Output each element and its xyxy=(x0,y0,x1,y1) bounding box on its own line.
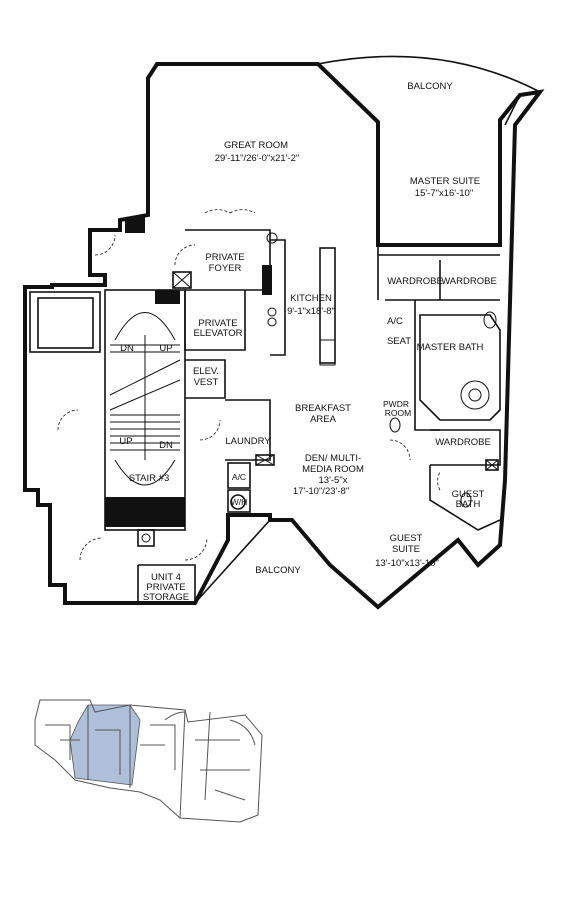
sink-icon xyxy=(266,232,278,327)
breakfast-area-label-1: BREAKFAST xyxy=(295,403,351,414)
elev-vest-label-1: ELEV. xyxy=(193,366,219,377)
master-bath-label: MASTER BATH xyxy=(417,342,484,353)
storage-label-3: STORAGE xyxy=(143,592,189,603)
guest-bath-label-1: GUEST xyxy=(452,489,485,500)
stair-up-lower-label: UP xyxy=(119,436,132,447)
pwdr-room-label-2: ROOM xyxy=(385,408,411,418)
water-heater-icon xyxy=(230,494,246,510)
toilet-icon xyxy=(389,311,497,508)
den-label-3: 13'-5"x xyxy=(319,475,348,486)
key-plan xyxy=(34,699,263,823)
stair-dn-lower-label: DN xyxy=(159,440,173,451)
balcony-top-label: BALCONY xyxy=(407,81,453,92)
crossed-box-icon-wardrobe xyxy=(485,459,499,471)
stair-label: STAIR #3 xyxy=(129,473,169,484)
crossed-box-icon xyxy=(172,271,192,289)
den-label-4: 17'-10"/23'-8" xyxy=(293,486,349,497)
den-label-1: DEN/ MULTI- xyxy=(305,453,361,464)
wardrobe-guest-label: WARDROBE xyxy=(435,437,491,448)
wardrobe-right-label: WARDROBE xyxy=(441,276,497,287)
master-suite-label: MASTER SUITE xyxy=(410,176,480,187)
balcony-bottom-label: BALCONY xyxy=(255,565,301,576)
guest-suite-label-1: GUEST xyxy=(390,533,423,544)
ac-upper-label: A/C xyxy=(387,316,403,327)
storage-label-2: PRIVATE xyxy=(146,582,185,593)
seat-label: SEAT xyxy=(387,336,411,347)
wh-label: W/H xyxy=(231,497,248,507)
stair-dn-upper-label: DN xyxy=(120,343,134,354)
master-suite-dims: 15'-7"x16'-10" xyxy=(415,188,473,199)
guest-bath-label-2: BATH xyxy=(456,499,481,510)
private-foyer-label-2: FOYER xyxy=(209,263,242,274)
private-elevator-label-1: PRIVATE xyxy=(198,318,237,329)
guest-suite-label-2: SUITE xyxy=(392,544,420,555)
great-room-label: GREAT ROOM xyxy=(224,140,288,151)
room-labels: BALCONY GREAT ROOM 29'-11"/26'-0"x21'-2"… xyxy=(119,81,496,603)
private-elevator-label-2: ELEVATOR xyxy=(193,328,242,339)
kitchen-dims: 9'-1"x18'-8" xyxy=(287,306,335,317)
great-room-dims: 29'-11"/26'-0"x21'-2" xyxy=(215,153,300,164)
pwdr-room-label-1: PWDR xyxy=(383,399,409,409)
kitchen-label: KITCHEN xyxy=(290,293,332,304)
storage-label-1: UNIT 4 xyxy=(151,572,181,583)
wardrobe-left-label: WARDROBE xyxy=(387,276,443,287)
ac-lower-label: A/C xyxy=(232,472,246,482)
elev-vest-label-2: VEST xyxy=(194,377,219,388)
private-foyer-label-1: PRIVATE xyxy=(205,252,244,263)
den-label-2: MEDIA ROOM xyxy=(302,464,364,475)
breakfast-area-label-2: AREA xyxy=(310,414,337,425)
elevator-call-icon xyxy=(137,529,155,547)
guest-suite-dims: 13'-10"x13'-10" xyxy=(375,558,439,569)
stair-treads xyxy=(110,344,180,451)
door-swings xyxy=(57,209,441,561)
laundry-label: LAUNDRY xyxy=(225,436,271,447)
floor-plan-walls xyxy=(23,55,545,610)
stair-up-upper-label: UP xyxy=(159,343,172,354)
crossed-box-icon-laundry xyxy=(255,454,275,466)
